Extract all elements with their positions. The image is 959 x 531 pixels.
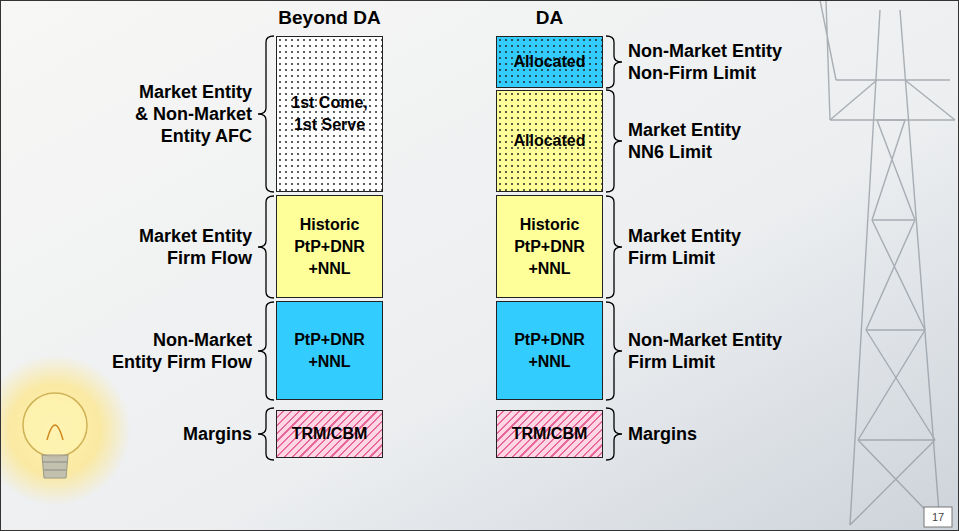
- left-brackets: [258, 36, 274, 460]
- firm-limit-segment: Historic PtP+DNR +NNL: [496, 195, 603, 298]
- firm-flow-segment: Historic PtP+DNR +NNL: [276, 195, 383, 298]
- segment-text: TRM/CBM: [512, 423, 588, 445]
- segment-text: PtP+DNR +NNL: [503, 329, 596, 373]
- bracket-label: Market Entity NN6 Limit: [628, 119, 758, 163]
- firm-limit-segment: PtP+DNR +NNL: [496, 301, 603, 400]
- lightbulb-illustration: [0, 355, 130, 505]
- segment-text: Historic PtP+DNR +NNL: [283, 214, 376, 280]
- bracket: [606, 408, 622, 460]
- bracket-label: Non-Market Entity Firm Flow: [106, 329, 252, 373]
- bracket: [606, 90, 622, 192]
- firm-flow-segment: PtP+DNR +NNL: [276, 301, 383, 400]
- margin-segment: TRM/CBM: [496, 410, 603, 458]
- bracket: [606, 302, 622, 400]
- bracket: [258, 302, 274, 400]
- margin-segment: TRM/CBM: [276, 410, 383, 458]
- column-heading: DA: [536, 7, 563, 29]
- segment-text: PtP+DNR +NNL: [283, 329, 376, 373]
- segment-text: Allocated: [513, 51, 585, 73]
- bracket-label: Margins: [628, 423, 752, 445]
- segment-text: 1st Come, 1st Serve: [283, 92, 376, 136]
- page-number: 17: [932, 510, 944, 524]
- segment-text: TRM/CBM: [292, 423, 368, 445]
- nn6-limit-segment: Allocated: [496, 90, 603, 192]
- afc-segment: 1st Come, 1st Serve: [276, 36, 383, 192]
- bracket: [258, 36, 274, 192]
- bracket-label: Market Entity Firm Flow: [128, 225, 252, 269]
- column-heading: Beyond DA: [278, 7, 380, 29]
- segment-text: Historic PtP+DNR +NNL: [503, 214, 596, 280]
- tower-illustration: [820, 0, 955, 525]
- segment-text: Allocated: [513, 130, 585, 152]
- page-number-box: [924, 507, 952, 527]
- bracket-label: Non-Market Entity Non-Firm Limit: [628, 40, 796, 84]
- bracket-label: Non-Market Entity Firm Limit: [628, 329, 796, 373]
- bracket: [606, 36, 622, 88]
- right-brackets: [606, 36, 622, 460]
- bracket: [258, 196, 274, 298]
- bracket-label: Market Entity Firm Limit: [628, 225, 758, 269]
- bracket: [258, 408, 274, 460]
- bracket-label: Market Entity & Non-Market Entity AFC: [128, 81, 252, 147]
- bracket: [606, 196, 622, 298]
- non-firm-limit-segment: Allocated: [496, 36, 603, 88]
- bracket-label: Margins: [128, 423, 252, 445]
